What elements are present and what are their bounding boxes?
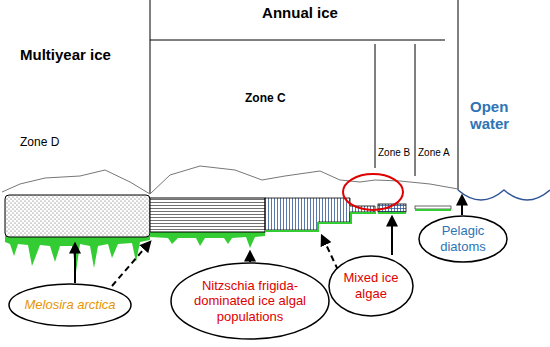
callout-ellipse: Nitzschia frigida-dominated ice algal po… (170, 262, 330, 340)
zone-label: Open water (470, 98, 540, 133)
callout-ellipse: Melosira arctica (8, 283, 132, 327)
zone-group-label: Annual ice (240, 4, 360, 21)
callout-text: Pelagic diatoms (430, 223, 496, 254)
zone-label: Zone B (378, 147, 414, 159)
zone-label: Zone D (20, 136, 80, 150)
zone-label: Zone C (245, 92, 305, 106)
callout-ellipse: Pelagic diatoms (418, 215, 508, 263)
callout-text: Mixed ice algae (340, 270, 402, 301)
callout-text: Nitzschia frigida-dominated ice algal po… (189, 278, 311, 325)
callout-text: Melosira arctica (18, 297, 122, 313)
callout-ellipse: Mixed ice algae (328, 255, 414, 317)
zone-label: Zone A (418, 147, 456, 159)
zone-label: Multiyear ice (20, 46, 120, 63)
